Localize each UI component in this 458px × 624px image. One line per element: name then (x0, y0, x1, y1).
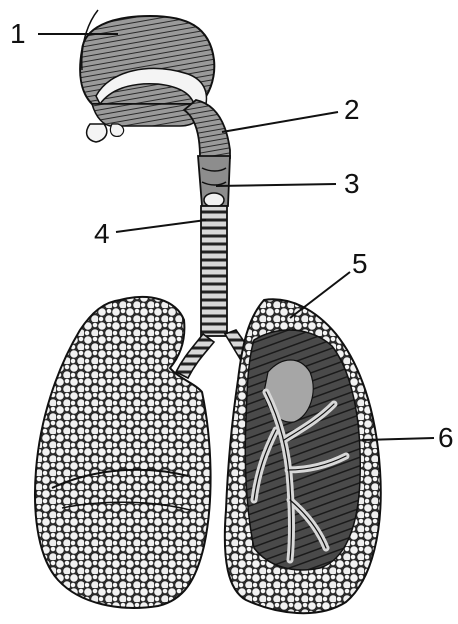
leader-line-2 (222, 112, 338, 132)
trachea (201, 206, 227, 336)
label-6: 6 (438, 424, 454, 452)
label-5: 5 (352, 250, 368, 278)
larynx (198, 156, 230, 207)
leader-line-3 (216, 184, 336, 186)
label-1: 1 (10, 20, 26, 48)
leader-line-5 (290, 272, 350, 318)
leader-line-4 (116, 220, 206, 232)
left-lung (35, 297, 211, 608)
nasal-cavity (80, 10, 214, 104)
label-2: 2 (344, 96, 360, 124)
right-lung (225, 299, 381, 613)
label-4: 4 (94, 220, 110, 248)
label-3: 3 (344, 170, 360, 198)
pharynx (184, 100, 230, 158)
